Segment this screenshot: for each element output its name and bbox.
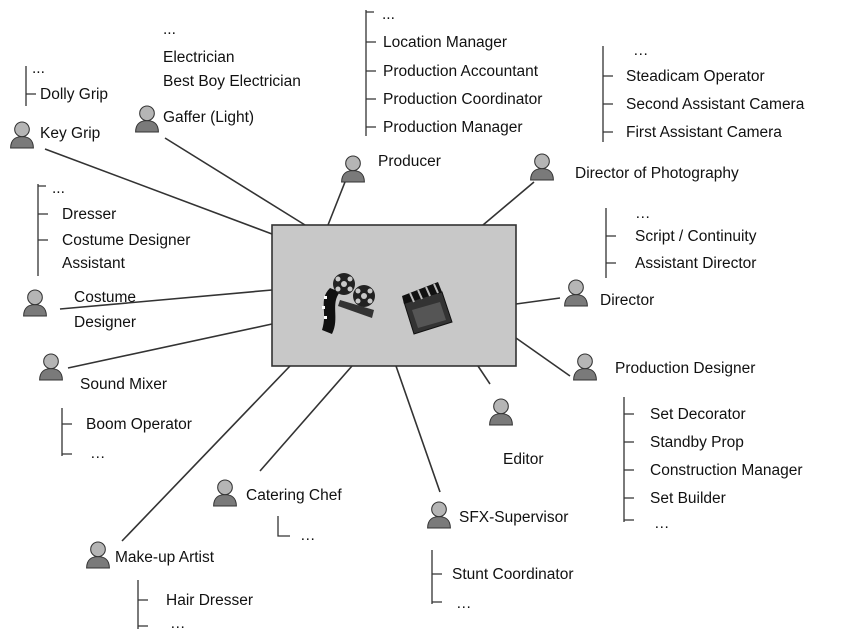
sound-mixer-tree xyxy=(61,408,72,456)
producer-group: Producer ... Location Manager Production… xyxy=(341,6,542,183)
key-grip-sub-item: Dolly Grip xyxy=(40,86,108,103)
sfx-supervisor-person-icon xyxy=(427,501,451,529)
costume-designer-label-line2: Designer xyxy=(74,314,136,331)
producer-sub-item: Production Manager xyxy=(383,119,523,136)
makeup-artist-person-icon xyxy=(86,541,110,569)
production-designer-person-icon xyxy=(573,353,597,381)
director-of-photography-label: Director of Photography xyxy=(575,165,739,182)
center-box xyxy=(271,224,517,367)
production-designer-sub-item: Construction Manager xyxy=(650,462,803,479)
sound-mixer-person-icon xyxy=(39,353,63,381)
director-group: Director … Script / Continuity Assistant… xyxy=(564,205,757,309)
gaffer-person-icon xyxy=(135,105,159,133)
key-grip-label: Key Grip xyxy=(40,125,100,142)
makeup-artist-group: Make-up Artist Hair Dresser … xyxy=(86,541,253,629)
catering-chef-person-icon xyxy=(213,479,237,507)
connector-sfx-supervisor xyxy=(395,365,441,493)
producer-tree xyxy=(365,10,376,136)
key-grip-sub-item: ... xyxy=(32,60,45,77)
makeup-artist-tree xyxy=(137,580,148,629)
production-designer-tree xyxy=(623,397,634,522)
connector-costume-designer xyxy=(59,289,273,310)
film-reel-icon xyxy=(322,273,375,334)
costume-designer-tree xyxy=(37,184,48,276)
costume-designer-person-icon xyxy=(23,289,47,317)
connector-sound-mixer xyxy=(67,323,273,369)
key-grip-person-icon xyxy=(10,121,34,149)
costume-designer-sub-item: Assistant xyxy=(62,255,126,272)
connector-director xyxy=(515,297,561,305)
producer-sub-item: ... xyxy=(382,6,395,23)
makeup-artist-sub-item: Hair Dresser xyxy=(166,592,253,609)
production-designer-sub-item: Set Builder xyxy=(650,490,726,507)
production-designer-group: Production Designer Set Decorator Standb… xyxy=(573,353,803,532)
director-sub-item: … xyxy=(635,205,651,222)
key-grip-group: Key Grip ... Dolly Grip xyxy=(10,60,108,149)
editor-label: Editor xyxy=(503,451,544,468)
editor-group: Editor xyxy=(489,398,544,468)
sound-mixer-sub-item: … xyxy=(90,445,106,462)
producer-person-icon xyxy=(341,155,365,183)
catering-chef-tree xyxy=(277,516,290,537)
connector-production-designer xyxy=(515,337,571,377)
connector-key-grip xyxy=(44,148,273,235)
producer-sub-item: Location Manager xyxy=(383,34,507,51)
makeup-artist-label: Make-up Artist xyxy=(115,549,215,566)
director-sub-item: Assistant Director xyxy=(635,255,756,272)
director-of-photography-sub-item: Second Assistant Camera xyxy=(626,96,805,113)
gaffer-group: Gaffer (Light) ... Electrician Best Boy … xyxy=(135,21,301,133)
connector-producer xyxy=(327,181,346,226)
director-of-photography-sub-item: First Assistant Camera xyxy=(626,124,782,141)
connector-gaffer xyxy=(164,137,306,226)
sound-mixer-label: Sound Mixer xyxy=(80,376,167,393)
costume-designer-label-line1: Costume xyxy=(74,289,136,306)
catering-chef-group: Catering Chef … xyxy=(213,479,342,544)
editor-person-icon xyxy=(489,398,513,426)
sfx-supervisor-tree xyxy=(431,550,442,604)
gaffer-sub-item: Electrician xyxy=(163,49,235,66)
director-label: Director xyxy=(600,292,654,309)
connector-lines xyxy=(44,137,571,542)
clapperboard-icon xyxy=(402,282,453,335)
sfx-supervisor-sub-item: Stunt Coordinator xyxy=(452,566,574,583)
sfx-supervisor-group: SFX-Supervisor Stunt Coordinator … xyxy=(427,501,574,612)
director-of-photography-person-icon xyxy=(530,153,554,181)
producer-sub-item: Production Accountant xyxy=(383,63,539,80)
sound-mixer-sub-item: Boom Operator xyxy=(86,416,192,433)
director-tree xyxy=(605,208,616,278)
production-designer-label: Production Designer xyxy=(615,360,755,377)
costume-designer-sub-item: Costume Designer xyxy=(62,232,190,249)
costume-designer-group: Costume Designer ... Dresser Costume Des… xyxy=(23,180,190,331)
costume-designer-sub-item: Dresser xyxy=(62,206,116,223)
connector-director-of-photography xyxy=(482,181,535,226)
gaffer-label: Gaffer (Light) xyxy=(163,109,254,126)
makeup-artist-sub-item: … xyxy=(170,615,186,629)
director-of-photography-tree xyxy=(602,46,613,142)
producer-sub-item: Production Coordinator xyxy=(383,91,542,108)
production-designer-sub-item: Standby Prop xyxy=(650,434,744,451)
connector-catering-chef xyxy=(259,365,353,472)
gaffer-sub-item: ... xyxy=(163,21,176,38)
producer-label: Producer xyxy=(378,153,441,170)
center-box-frame xyxy=(271,224,517,367)
connector-editor xyxy=(477,365,491,385)
sound-mixer-group: Sound Mixer Boom Operator … xyxy=(39,353,192,462)
gaffer-sub-item: Best Boy Electrician xyxy=(163,73,301,90)
sfx-supervisor-sub-item: … xyxy=(456,595,472,612)
connector-makeup-artist xyxy=(121,365,291,542)
director-of-photography-sub-item: Steadicam Operator xyxy=(626,68,765,85)
costume-designer-sub-item: ... xyxy=(52,180,65,197)
production-designer-sub-item: … xyxy=(654,515,670,532)
director-of-photography-group: Director of Photography … Steadicam Oper… xyxy=(530,42,805,182)
director-person-icon xyxy=(564,279,588,307)
catering-chef-sub-item: … xyxy=(300,527,316,544)
production-designer-sub-item: Set Decorator xyxy=(650,406,746,423)
sfx-supervisor-label: SFX-Supervisor xyxy=(459,509,568,526)
key-grip-tree xyxy=(25,66,36,106)
catering-chef-label: Catering Chef xyxy=(246,487,342,504)
director-of-photography-sub-item: … xyxy=(633,42,649,59)
director-sub-item: Script / Continuity xyxy=(635,228,757,245)
